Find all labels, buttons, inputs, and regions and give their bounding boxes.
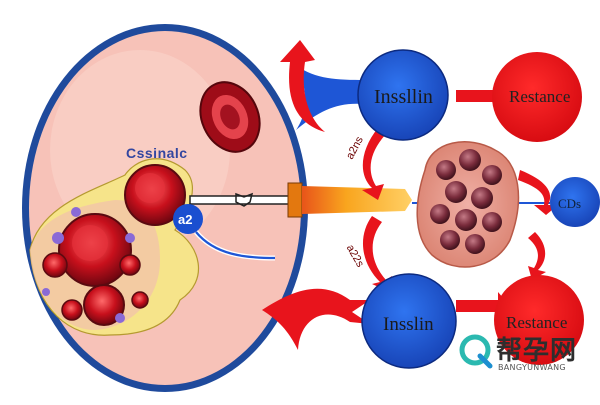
red-cells bbox=[42, 164, 186, 326]
resistance-label-top: Restance bbox=[509, 87, 571, 106]
cycle-arcs bbox=[362, 82, 558, 320]
node-a2-label: a2 bbox=[178, 212, 193, 227]
insulin-label-bottom: Insslin bbox=[383, 314, 434, 335]
cell-label: Cssinalc bbox=[126, 145, 188, 161]
insulin-label-top: Inssllin bbox=[374, 86, 433, 108]
cds-circle bbox=[550, 177, 600, 227]
watermark: 帮孕网 BANGYUNWANG bbox=[456, 330, 596, 375]
insulin-circle-bottom bbox=[361, 273, 457, 369]
blue-arrow-top bbox=[296, 68, 372, 130]
berry-cluster bbox=[416, 141, 520, 268]
watermark-chinese: 帮孕网 bbox=[496, 336, 578, 366]
resistance-label-bottom: Restance bbox=[506, 313, 568, 332]
cds-label: CDs bbox=[558, 196, 582, 211]
resistance-circle-bottom bbox=[494, 275, 584, 365]
q-logo-icon bbox=[459, 334, 493, 369]
resistance-circle-top bbox=[492, 52, 582, 142]
red-arrow-top bbox=[280, 40, 325, 132]
red-blood-cell bbox=[199, 81, 261, 153]
watermark-english: BANGYUNWANG bbox=[498, 363, 566, 372]
insulin-circle-top bbox=[357, 49, 449, 141]
red-arrow-bottom bbox=[262, 288, 370, 350]
node-a2 bbox=[173, 204, 276, 261]
